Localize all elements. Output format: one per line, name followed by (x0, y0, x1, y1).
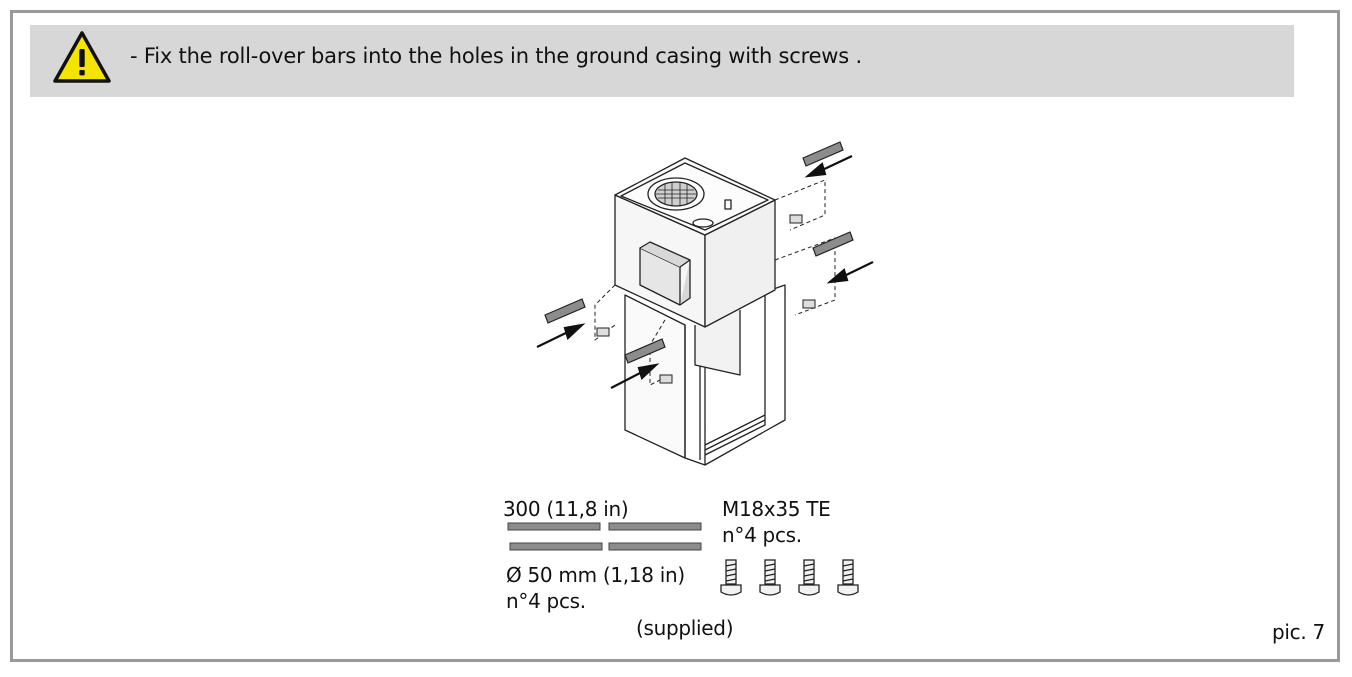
supplied-bar-1 (507, 522, 601, 531)
warning-text: - Fix the roll-over bars into the holes … (130, 44, 862, 68)
bolt-icon (759, 559, 781, 596)
figure-label: pic. 7 (1272, 620, 1325, 644)
supplied-note: (supplied) (636, 616, 734, 640)
bar-diameter-label: Ø 50 mm (1,18 in) (506, 563, 685, 587)
bar-quantity-label: n°4 pcs. (506, 589, 586, 613)
roll-over-bars (544, 141, 854, 364)
bolt-icon (837, 559, 859, 596)
bolt-icon (798, 559, 820, 596)
roll-over-bars-supplied (507, 522, 702, 551)
warning-banner (30, 25, 1294, 97)
screw-quantity-label: n°4 pcs. (722, 523, 802, 547)
insertion-arrows (536, 155, 874, 389)
screws-supplied (720, 559, 859, 596)
bar-length-label: 300 (11,8 in) (503, 497, 629, 521)
supplied-bar-4 (608, 542, 702, 551)
bolt-icon (720, 559, 742, 596)
warning-triangle-icon (53, 31, 111, 83)
screw-type-label: M18x35 TE (722, 497, 831, 521)
assembly-screws (596, 214, 816, 384)
unit-assembly-illustration (536, 141, 874, 466)
supplied-bar-2 (608, 522, 702, 531)
supplied-bar-3 (509, 542, 603, 551)
